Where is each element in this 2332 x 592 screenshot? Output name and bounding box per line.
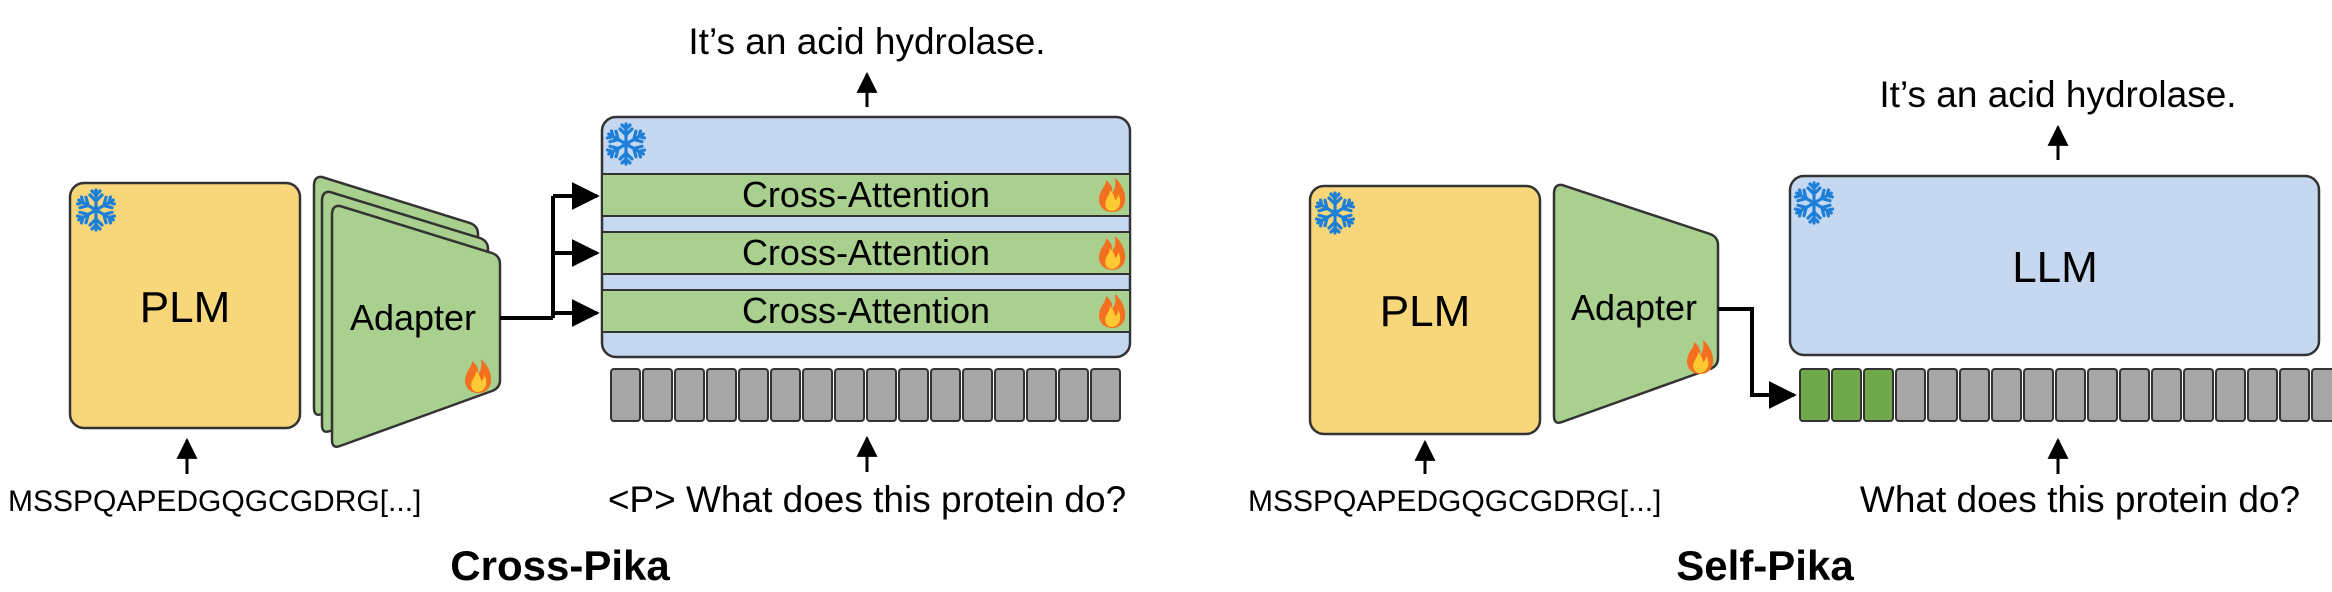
self-input-sequence: MSSPQAPEDGQGCGDRG[...] bbox=[1248, 485, 1661, 518]
cross-input-sequence: MSSPQAPEDGQGCGDRG[...] bbox=[8, 485, 421, 518]
self-output-text: It’s an acid hydrolase. bbox=[1879, 74, 2236, 115]
text-token bbox=[802, 368, 833, 422]
self-pika-panel: PLM MSSPQAPEDGQGCGDRG[...] Adapter LLM I… bbox=[1248, 74, 2332, 589]
text-token bbox=[2119, 368, 2150, 422]
cross-adapter-stack bbox=[312, 175, 502, 448]
self-llm-block bbox=[1788, 174, 2321, 357]
cross-output-text: It’s an acid hydrolase. bbox=[688, 21, 1045, 62]
cross-attention-label: Cross-Attention bbox=[742, 290, 990, 331]
cross-prompt-text: <P> What does this protein do? bbox=[608, 479, 1126, 520]
cross-pika-title: Cross-Pika bbox=[450, 542, 670, 589]
text-token bbox=[738, 368, 769, 422]
text-token bbox=[1927, 368, 1958, 422]
text-token bbox=[706, 368, 737, 422]
cross-attention-label: Cross-Attention bbox=[742, 232, 990, 273]
text-token bbox=[1090, 368, 1121, 422]
protein-token bbox=[1863, 368, 1894, 422]
cross-attention-layer bbox=[601, 289, 1131, 333]
cross-adapter-label: Adapter bbox=[350, 297, 476, 338]
self-pika-title: Self-Pika bbox=[1676, 542, 1854, 589]
text-token bbox=[674, 368, 705, 422]
text-token bbox=[2183, 368, 2214, 422]
text-token bbox=[1991, 368, 2022, 422]
text-token bbox=[962, 368, 993, 422]
text-token bbox=[1895, 368, 1926, 422]
cross-attention-layer bbox=[601, 231, 1131, 275]
text-token bbox=[1026, 368, 1057, 422]
cross-adapter-connectors bbox=[500, 182, 600, 327]
self-adapter-connector bbox=[1718, 307, 1797, 409]
text-token bbox=[834, 368, 865, 422]
text-token bbox=[2087, 368, 2118, 422]
self-adapter-label: Adapter bbox=[1571, 287, 1697, 328]
cross-plm-label: PLM bbox=[140, 283, 230, 332]
cross-adapter-block bbox=[330, 204, 502, 448]
text-token bbox=[1058, 368, 1089, 422]
self-llm-label: LLM bbox=[2012, 243, 2098, 292]
protein-token bbox=[1799, 368, 1830, 422]
text-token bbox=[994, 368, 1025, 422]
text-token bbox=[2023, 368, 2054, 422]
cross-pika-panel: PLM MSSPQAPEDGQGCGDRG[...] Adapter Cross… bbox=[8, 21, 1132, 589]
text-token bbox=[610, 368, 641, 422]
self-prompt-text: What does this protein do? bbox=[1860, 479, 2300, 520]
self-plm-label: PLM bbox=[1380, 287, 1470, 336]
text-token bbox=[930, 368, 961, 422]
text-token bbox=[1959, 368, 1990, 422]
text-token bbox=[2311, 368, 2332, 422]
protein-token bbox=[1831, 368, 1862, 422]
cross-token-row bbox=[610, 368, 1121, 422]
cross-attention-label: Cross-Attention bbox=[742, 174, 990, 215]
text-token bbox=[770, 368, 801, 422]
cross-plm-block bbox=[68, 181, 302, 430]
text-token bbox=[2247, 368, 2278, 422]
text-token bbox=[2279, 368, 2310, 422]
text-token bbox=[898, 368, 929, 422]
text-token bbox=[2055, 368, 2086, 422]
text-token bbox=[642, 368, 673, 422]
cross-attention-layer bbox=[601, 173, 1131, 217]
self-plm-block bbox=[1308, 184, 1542, 436]
text-token bbox=[2151, 368, 2182, 422]
text-token bbox=[866, 368, 897, 422]
self-token-row bbox=[1799, 368, 2332, 422]
text-token bbox=[2215, 368, 2246, 422]
